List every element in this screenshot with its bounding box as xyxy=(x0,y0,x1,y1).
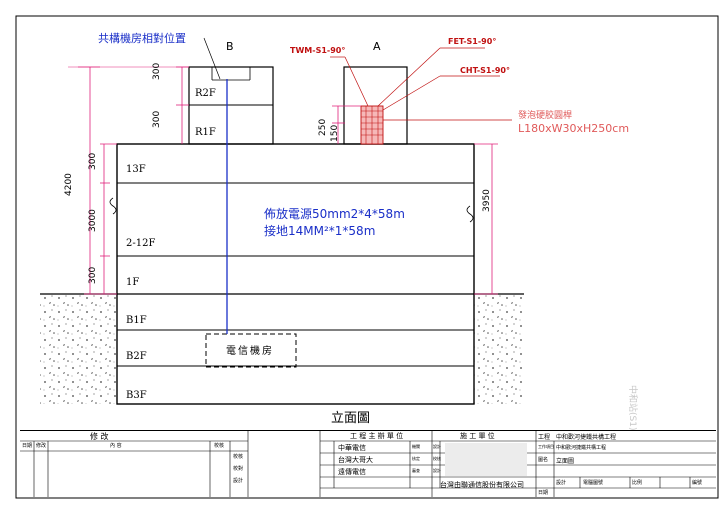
floor-label-1f: 1F xyxy=(126,277,140,288)
dim-250: 250 xyxy=(318,118,328,136)
date-label: 日期 xyxy=(538,490,549,496)
floor-label-r1f: R1F xyxy=(195,127,216,138)
contractor-small-2: 核定 xyxy=(412,456,420,461)
revision-header: 修 改 xyxy=(90,432,109,441)
side-label-2: 校對 xyxy=(233,466,244,472)
project-label-2: 圖名 xyxy=(538,457,549,463)
dim-150: 150 xyxy=(330,124,340,142)
contractor-small-4: 設計 xyxy=(433,444,441,449)
dim-4200: 4200 xyxy=(64,173,74,196)
main-building xyxy=(116,143,475,405)
project-label-1: 工作項目 xyxy=(538,444,554,449)
soil-right xyxy=(474,294,524,404)
antenna-label-twm: TWM-S1-90° xyxy=(290,46,346,55)
project-label-0: 工程 xyxy=(538,434,551,441)
building-b-label: B xyxy=(226,40,234,53)
drawing-no-label: 電腦圖號 xyxy=(583,480,604,486)
cable-power-note: 佈放電源50mm2*4*58m xyxy=(264,207,405,221)
company-name: 台灣由聯通信股份有限公司 xyxy=(440,481,524,489)
telecom-room-outline xyxy=(205,333,297,368)
dim-300-r1f: 300 xyxy=(152,110,162,128)
bracket-name: 發泡硬胶圓桿 xyxy=(518,111,573,121)
shared-room-label: 共構機房相對位置 xyxy=(98,32,186,45)
dimension-lines-left xyxy=(78,66,498,295)
rev-col-check: 校核 xyxy=(214,443,225,449)
title-block-grid xyxy=(20,431,716,497)
project-label-4: 比例 xyxy=(632,480,643,486)
dim-3000: 3000 xyxy=(88,209,98,232)
rev-col-change: 修改 xyxy=(36,443,47,449)
floor-label-2-12f: 2-12F xyxy=(126,238,156,249)
contractor-header: 施 工 單 位 xyxy=(460,432,495,440)
floor-label-b3f: B3F xyxy=(126,390,147,401)
antenna-label-cht: CHT-S1-90° xyxy=(460,66,510,75)
contractor-small-6: 設計 xyxy=(433,468,441,473)
floor-label-13f: 13F xyxy=(126,164,146,175)
project-label-5: 編號 xyxy=(692,480,703,486)
cable-ground-note: 接地14MM²*1*58m xyxy=(264,224,376,238)
margin-text: 中和站(S1) xyxy=(627,385,639,430)
floor-label-b2f: B2F xyxy=(126,351,147,362)
title-block: 修 改 日期 修改 內 容 校核 校核 校對 設計 工 程 主 辦 單 位 中華… xyxy=(20,430,716,497)
eng-header: 工 程 主 辦 單 位 xyxy=(350,432,404,440)
antenna-label-fet: FET-S1-90° xyxy=(448,37,497,46)
owner-cht: 中華電信 xyxy=(338,444,366,452)
rev-col-date: 日期 xyxy=(22,443,33,449)
owner-twm: 台灣大哥大 xyxy=(338,456,373,464)
bracket-size: L180xW30xH250cm xyxy=(518,122,630,135)
view-title: 立面圖 xyxy=(331,411,371,426)
contractor-small-5: 校核 xyxy=(433,456,441,461)
dim-3950: 3950 xyxy=(482,189,492,212)
telecom-room-label: 電信機房 xyxy=(226,346,274,357)
project-value-0: 中和歡河捷鐵共構工程 xyxy=(556,434,617,441)
project-value-2: 立面圖 xyxy=(556,458,575,465)
dim-300-1f: 300 xyxy=(88,266,98,284)
owner-fet: 遠傳電信 xyxy=(338,468,366,476)
side-label-1: 校核 xyxy=(233,454,244,460)
side-label-3: 設計 xyxy=(233,478,244,484)
project-value-1: 中和歡河捷鐵共構工程 xyxy=(556,445,607,451)
contractor-small-3: 審查 xyxy=(412,468,420,473)
building-a-label: A xyxy=(373,40,381,53)
rev-col-content: 內 容 xyxy=(110,443,122,449)
floor-label-r2f: R2F xyxy=(195,88,216,99)
soil-left xyxy=(40,294,117,404)
contractor-small-1: 機關 xyxy=(412,444,420,449)
sheet-border xyxy=(15,15,719,499)
dim-300-13f: 300 xyxy=(88,152,98,170)
floor-label-b1f: B1F xyxy=(126,315,147,326)
project-label-3: 設計 xyxy=(556,480,567,486)
dim-300-r2f: 300 xyxy=(152,62,162,80)
